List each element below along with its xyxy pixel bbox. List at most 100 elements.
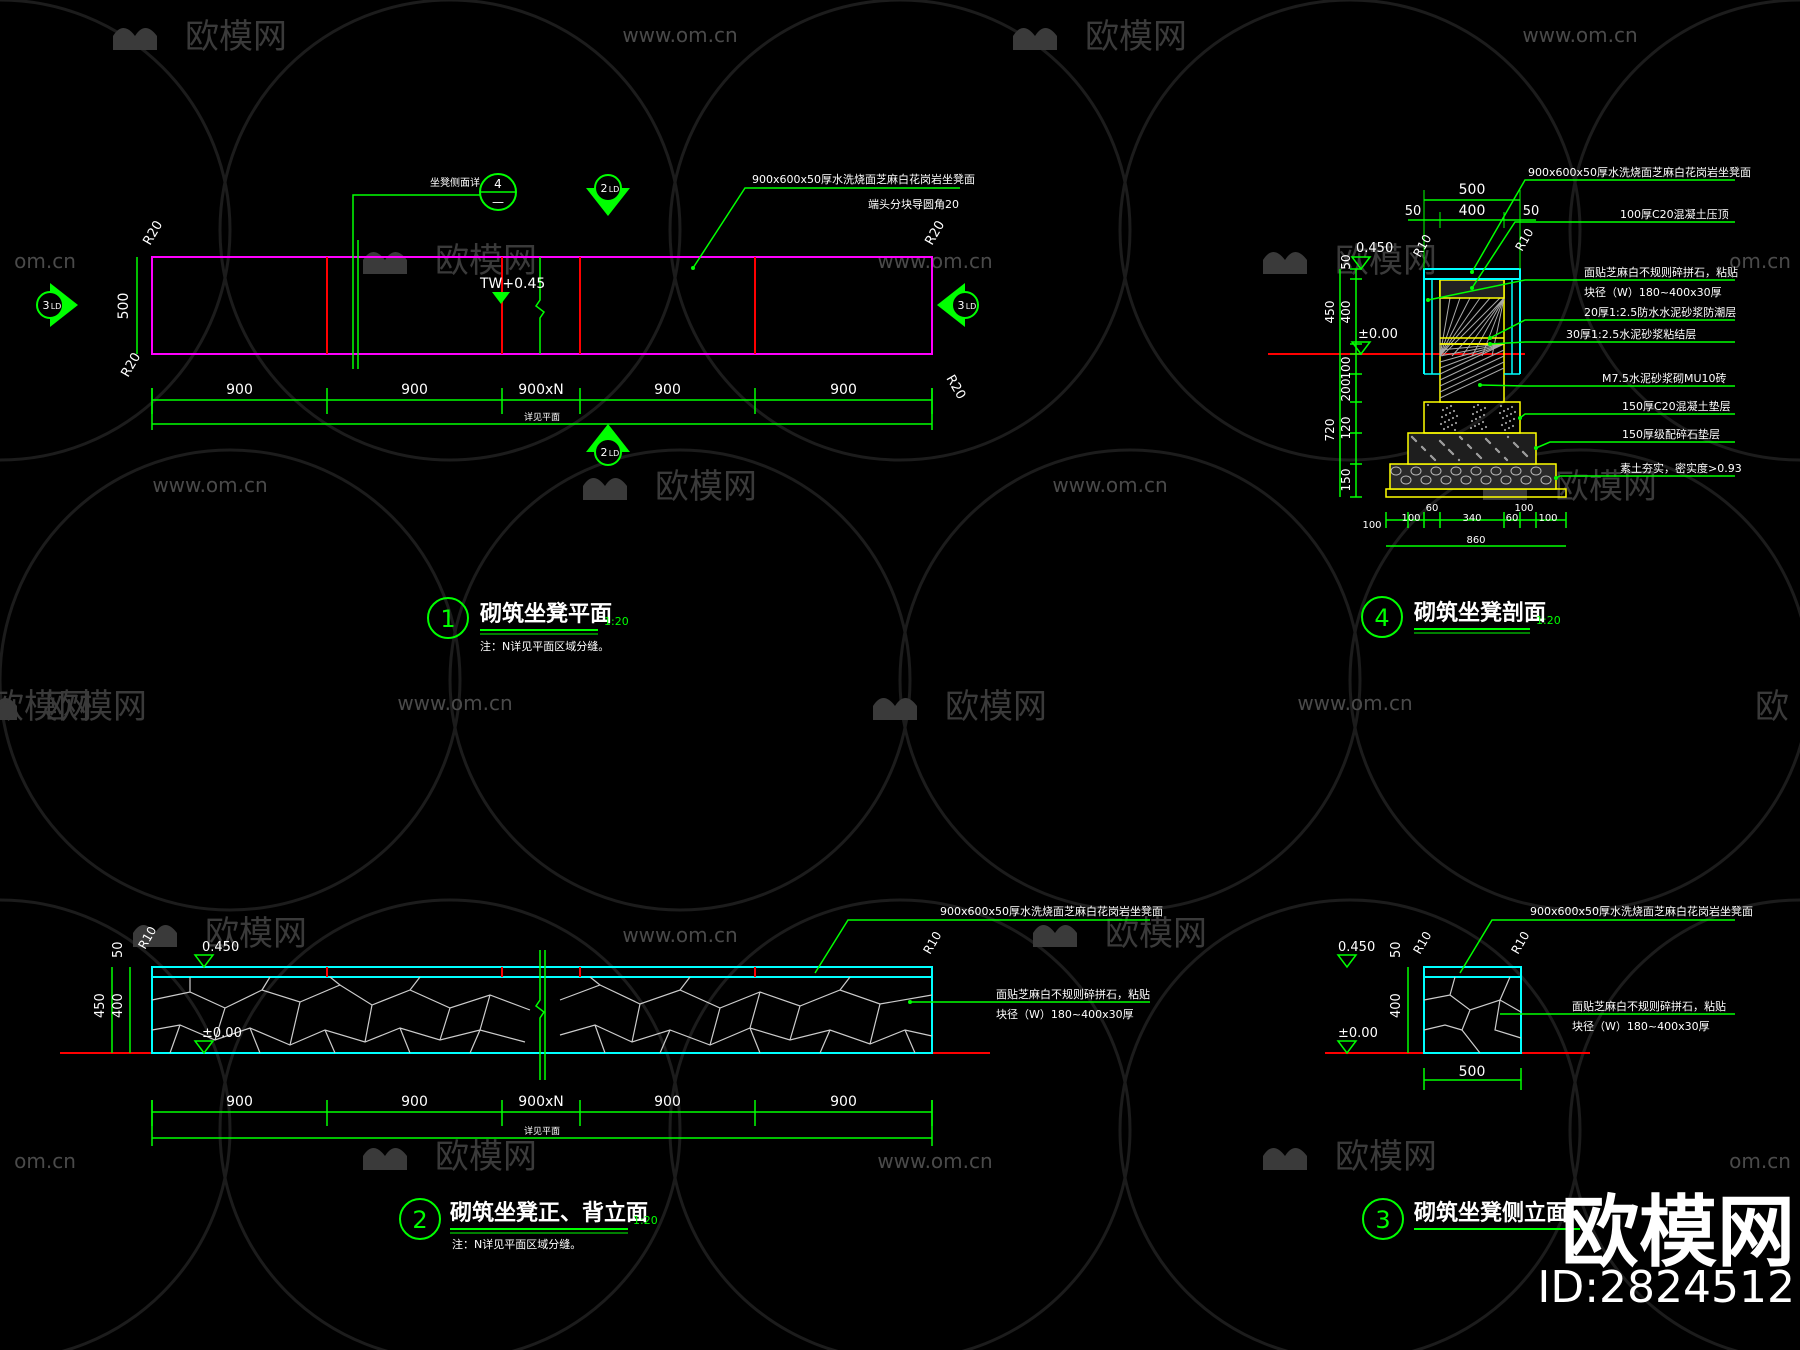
section-gravel-stone — [1480, 475, 1492, 485]
section-footing-dot — [1448, 411, 1452, 415]
section-layer-leader — [1489, 319, 1735, 339]
plan-dim-label: 900 — [401, 382, 428, 398]
watermark-circle — [1348, 448, 1800, 912]
section-layer-label: 900x600x50厚水洗烧面芝麻白花岗岩坐凳面 — [1528, 165, 1751, 179]
section-footing-dot — [1507, 426, 1511, 430]
section-footing-dot — [1471, 412, 1475, 416]
section-layer-dot — [1470, 286, 1474, 290]
section-footing-dot — [1509, 412, 1513, 416]
section-gravel-stone — [1440, 475, 1452, 485]
watermark-url: om.cn — [1729, 1149, 1791, 1173]
watermark-circle — [1118, 898, 1582, 1350]
section-footing-dot — [1501, 416, 1505, 420]
section-hatch-line — [1439, 297, 1471, 357]
side-level-ground: ±0.00 — [1338, 1026, 1378, 1041]
elev-level-ground: ±0.00 — [202, 1026, 242, 1041]
elev-dim-label: 900 — [654, 1094, 681, 1110]
plan-top-note: 900x600x50厚水洗烧面芝麻白花岗岩坐凳面 — [752, 172, 975, 186]
section-title-number: 4 — [1374, 604, 1389, 632]
elev-break-line — [534, 950, 546, 1080]
elev-title-circle — [399, 1198, 441, 1240]
plan-joints — [326, 257, 756, 354]
plan-dimensions — [151, 388, 933, 430]
elev-top-leader — [814, 919, 1150, 974]
watermark-circle — [0, 0, 232, 462]
section-footing-dot — [1454, 421, 1458, 425]
section-hatch-line — [1461, 297, 1505, 357]
section-footing-dot — [1474, 417, 1478, 421]
section-footing-dot — [1478, 415, 1482, 419]
section-gravel-stone — [1490, 466, 1502, 476]
watermark-url: www.om.cn — [152, 473, 267, 497]
elev-level-ground-marker — [193, 1040, 215, 1055]
section-layer-leader — [1479, 384, 1735, 387]
elev-stone-edge — [169, 1024, 181, 1054]
side-top-leader — [1459, 919, 1735, 974]
elev-side-note-1: 面贴芝麻白不规则碎拼石，粘贴 — [996, 987, 1150, 1001]
section-footing-dot — [1502, 409, 1506, 413]
section-marker-circle — [36, 291, 64, 319]
watermark-url: www.om.cn — [622, 923, 737, 947]
elev-stone-edge — [594, 1024, 606, 1054]
watermark-brand: 欧模网 — [185, 17, 287, 57]
plan-title-circle — [427, 597, 469, 639]
section-marker-circle — [594, 174, 622, 202]
section-footing-dot — [1450, 423, 1454, 427]
section-concrete-dot — [1460, 437, 1464, 441]
section-left-dim: 120 — [1339, 417, 1353, 440]
elev-stone-edge — [399, 1027, 411, 1054]
watermark-circle — [1568, 0, 1800, 462]
section-gravel-stone — [1530, 466, 1542, 476]
side-elevation-view: 500 50 400 0.450 ±0.00 R10 R10 900x600x5… — [1325, 904, 1753, 1240]
section-concrete-dot — [1414, 439, 1418, 443]
plan-callout-leader — [352, 194, 480, 369]
elev-dim-label: 900 — [226, 1094, 253, 1110]
elev-stone-edge — [749, 1027, 761, 1054]
section-layer-label: 100厚C20混凝土压顶 — [1620, 207, 1729, 221]
section-marker-sheet: LD — [609, 449, 620, 458]
side-width-dim: 500 — [1459, 1064, 1486, 1080]
section-marker-number: 2 — [601, 182, 608, 195]
section-footing-dot — [1470, 419, 1474, 423]
section-footing-dot — [1445, 406, 1449, 410]
section-concrete-dot — [1479, 456, 1483, 460]
elev-cap-joints — [326, 967, 756, 977]
section-layer-dot — [1426, 298, 1430, 302]
section-footing-dot — [1426, 403, 1430, 407]
section-footing-dot — [1506, 407, 1510, 411]
section-gravel-stone — [1430, 466, 1442, 476]
section-footing-dot — [1475, 410, 1479, 414]
elev-stone-edge — [324, 1029, 336, 1054]
watermark-url: www.om.cn — [877, 1149, 992, 1173]
side-vdim-50: 50 — [1389, 941, 1404, 958]
section-footing-dot — [1453, 428, 1457, 432]
section-gravel-stone — [1500, 475, 1512, 485]
section-hatch-line — [1439, 355, 1505, 387]
section-layer-dot — [1518, 416, 1522, 420]
elev-stone-edge — [904, 1029, 916, 1054]
watermark-circle — [898, 448, 1362, 912]
elev-stone-edge — [839, 976, 851, 991]
section-footing-dot — [1443, 420, 1447, 424]
elev-dim-label: 900 — [830, 1094, 857, 1110]
plan-level-text: TW+0.45 — [479, 276, 545, 292]
section-footing-dot — [1441, 408, 1445, 412]
section-concrete-dot — [1525, 454, 1529, 458]
elev-dim-label: 900 — [401, 1094, 428, 1110]
section-hatch-line — [1439, 297, 1461, 357]
section-footing-dot — [1504, 421, 1508, 425]
section-footing-dot — [1444, 413, 1448, 417]
plan-title-number: 1 — [440, 605, 455, 633]
section-layer-leader — [1427, 279, 1735, 301]
section-hatch-line — [1439, 349, 1505, 381]
watermark-circle — [218, 0, 682, 462]
section-layer-dot — [1534, 446, 1538, 450]
side-level-ground-marker — [1336, 1040, 1358, 1055]
elev-outline — [151, 966, 933, 1054]
section-footing-dot — [1481, 420, 1485, 424]
